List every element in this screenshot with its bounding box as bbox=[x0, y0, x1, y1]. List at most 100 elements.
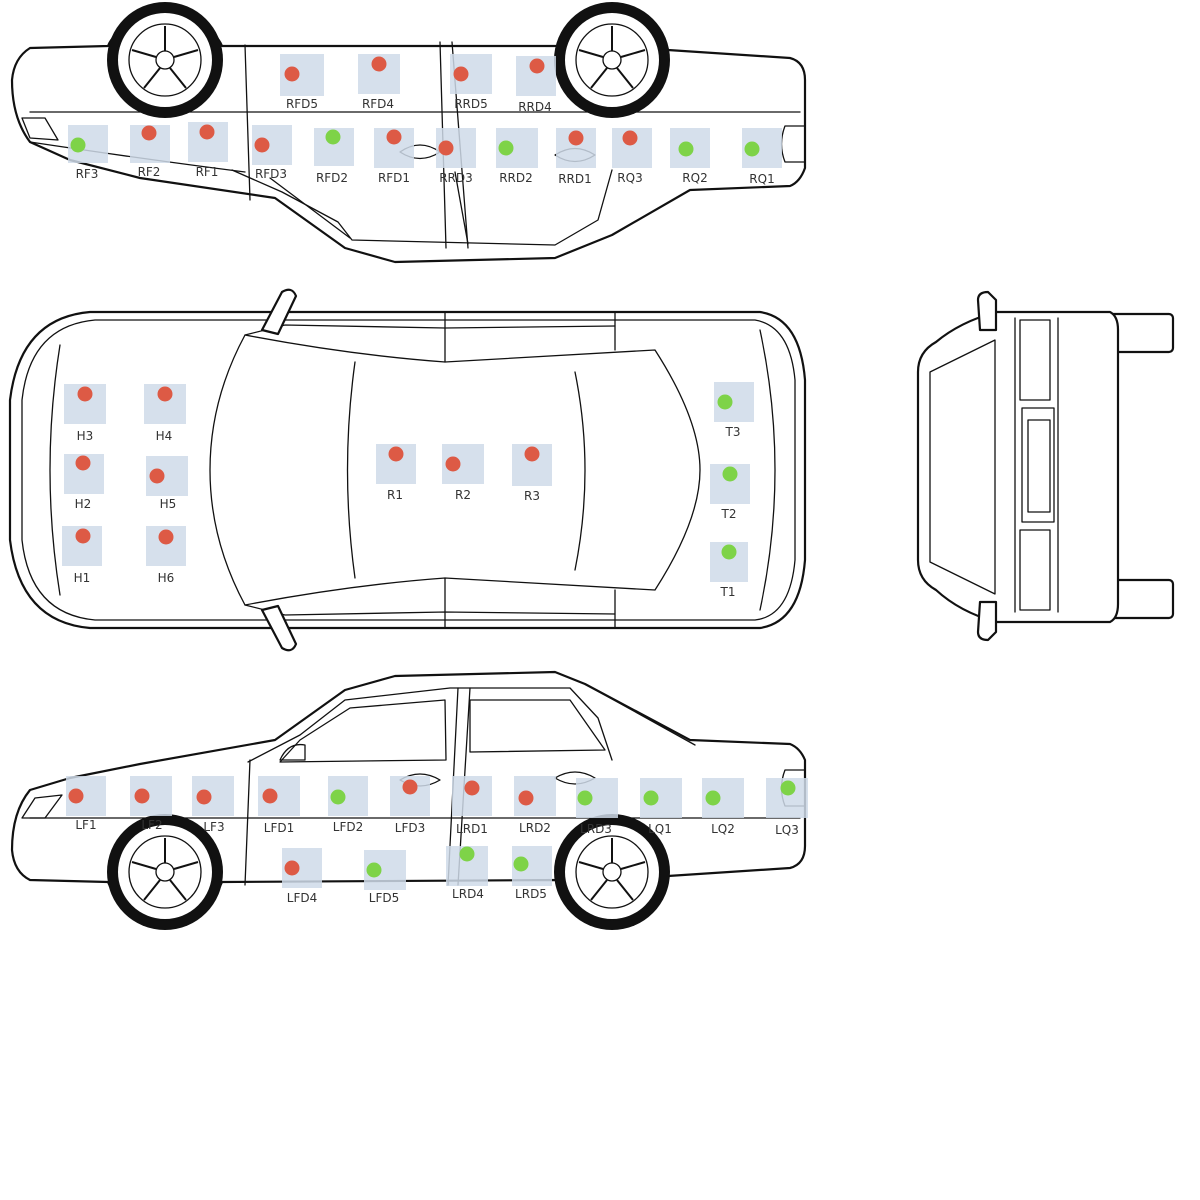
damage-marker-t3[interactable]: T3 bbox=[714, 382, 754, 439]
damage-marker-r1[interactable]: R1 bbox=[376, 444, 416, 502]
status-dot-lf3[interactable] bbox=[196, 789, 212, 805]
damage-marker-r3[interactable]: R3 bbox=[512, 444, 552, 503]
damage-marker-lfd3[interactable]: LFD3 bbox=[390, 776, 430, 835]
damage-marker-rfd1[interactable]: RFD1 bbox=[374, 128, 414, 185]
status-dot-r2[interactable] bbox=[445, 456, 461, 472]
status-dot-lq3[interactable] bbox=[780, 780, 796, 796]
damage-marker-h2[interactable]: H2 bbox=[64, 454, 104, 511]
damage-marker-h6[interactable]: H6 bbox=[146, 526, 186, 585]
damage-marker-rrd3[interactable]: RRD3 bbox=[436, 128, 476, 185]
damage-marker-t2[interactable]: T2 bbox=[710, 464, 750, 521]
status-dot-lfd2[interactable] bbox=[330, 789, 346, 805]
damage-marker-lq1[interactable]: LQ1 bbox=[640, 778, 682, 836]
damage-marker-rq1[interactable]: RQ1 bbox=[742, 128, 782, 186]
damage-marker-lfd2[interactable]: LFD2 bbox=[328, 776, 368, 834]
status-dot-rrd5[interactable] bbox=[453, 66, 469, 82]
marker-label-rrd2: RRD2 bbox=[499, 171, 533, 185]
status-dot-h3[interactable] bbox=[77, 386, 93, 402]
status-dot-h2[interactable] bbox=[75, 455, 91, 471]
damage-marker-rq2[interactable]: RQ2 bbox=[670, 128, 710, 185]
damage-marker-h4[interactable]: H4 bbox=[144, 384, 186, 443]
status-dot-lfd3[interactable] bbox=[402, 779, 418, 795]
status-dot-lq2[interactable] bbox=[705, 790, 721, 806]
status-dot-lfd1[interactable] bbox=[262, 788, 278, 804]
status-dot-lrd1[interactable] bbox=[464, 780, 480, 796]
damage-marker-rfd2[interactable]: RFD2 bbox=[314, 128, 354, 185]
status-dot-lrd2[interactable] bbox=[518, 790, 534, 806]
status-dot-rfd4[interactable] bbox=[371, 56, 387, 72]
status-dot-rq1[interactable] bbox=[744, 141, 760, 157]
damage-marker-h3[interactable]: H3 bbox=[64, 384, 106, 443]
status-dot-lrd3[interactable] bbox=[577, 790, 593, 806]
damage-marker-rf2[interactable]: RF2 bbox=[130, 125, 170, 179]
status-dot-rfd5[interactable] bbox=[284, 66, 300, 82]
status-dot-h1[interactable] bbox=[75, 528, 91, 544]
status-dot-t1[interactable] bbox=[721, 544, 737, 560]
damage-marker-lq2[interactable]: LQ2 bbox=[702, 778, 744, 836]
damage-marker-lf1[interactable]: LF1 bbox=[66, 776, 106, 832]
damage-marker-lfd4[interactable]: LFD4 bbox=[282, 848, 322, 905]
status-dot-lq1[interactable] bbox=[643, 790, 659, 806]
status-dot-rrd1[interactable] bbox=[568, 130, 584, 146]
damage-marker-h5[interactable]: H5 bbox=[146, 456, 188, 511]
marker-label-lrd4: LRD4 bbox=[452, 887, 484, 901]
damage-marker-lrd3[interactable]: LRD3 bbox=[576, 778, 618, 836]
marker-label-lfd3: LFD3 bbox=[395, 821, 425, 835]
damage-marker-lrd5[interactable]: LRD5 bbox=[512, 846, 552, 901]
status-dot-h4[interactable] bbox=[157, 386, 173, 402]
status-dot-lrd5[interactable] bbox=[513, 856, 529, 872]
status-dot-lf1[interactable] bbox=[68, 788, 84, 804]
damage-marker-t1[interactable]: T1 bbox=[710, 542, 748, 599]
damage-marker-rrd1[interactable]: RRD1 bbox=[556, 128, 596, 186]
marker-label-r3: R3 bbox=[524, 489, 540, 503]
status-dot-t3[interactable] bbox=[717, 394, 733, 410]
marker-label-r2: R2 bbox=[455, 488, 471, 502]
damage-marker-rfd5[interactable]: RFD5 bbox=[280, 54, 324, 111]
damage-marker-lrd2[interactable]: LRD2 bbox=[514, 776, 556, 835]
damage-marker-rfd4[interactable]: RFD4 bbox=[358, 54, 400, 111]
status-dot-rf2[interactable] bbox=[141, 125, 157, 141]
status-dot-rfd1[interactable] bbox=[386, 129, 402, 145]
damage-marker-rfd3[interactable]: RFD3 bbox=[252, 125, 292, 181]
damage-marker-h1[interactable]: H1 bbox=[62, 526, 102, 585]
status-dot-lfd5[interactable] bbox=[366, 862, 382, 878]
status-dot-rrd4[interactable] bbox=[529, 58, 545, 74]
damage-marker-lfd1[interactable]: LFD1 bbox=[258, 776, 300, 835]
status-dot-rfd3[interactable] bbox=[254, 137, 270, 153]
marker-label-t2: T2 bbox=[721, 507, 737, 521]
status-dot-t2[interactable] bbox=[722, 466, 738, 482]
damage-marker-lq3[interactable]: LQ3 bbox=[766, 778, 808, 837]
status-dot-lfd4[interactable] bbox=[284, 860, 300, 876]
status-dot-r3[interactable] bbox=[524, 446, 540, 462]
status-dot-lf2[interactable] bbox=[134, 788, 150, 804]
status-dot-rrd2[interactable] bbox=[498, 140, 514, 156]
status-dot-h5[interactable] bbox=[149, 468, 165, 484]
status-dot-rq3[interactable] bbox=[622, 130, 638, 146]
damage-marker-lrd4[interactable]: LRD4 bbox=[446, 846, 488, 901]
marker-label-rf3: RF3 bbox=[76, 167, 99, 181]
status-dot-lrd4[interactable] bbox=[459, 846, 475, 862]
status-dot-r1[interactable] bbox=[388, 446, 404, 462]
status-dot-rf3[interactable] bbox=[70, 137, 86, 153]
status-dot-rq2[interactable] bbox=[678, 141, 694, 157]
damage-marker-lfd5[interactable]: LFD5 bbox=[364, 850, 406, 905]
damage-marker-rf1[interactable]: RF1 bbox=[188, 122, 228, 179]
status-dot-rf1[interactable] bbox=[199, 124, 215, 140]
marker-label-lq1: LQ1 bbox=[648, 822, 672, 836]
status-dot-h6[interactable] bbox=[158, 529, 174, 545]
status-dot-rfd2[interactable] bbox=[325, 129, 341, 145]
damage-marker-rrd2[interactable]: RRD2 bbox=[496, 128, 538, 185]
marker-label-lq2: LQ2 bbox=[711, 822, 735, 836]
damage-marker-lf3[interactable]: LF3 bbox=[192, 776, 234, 834]
damage-marker-lf2[interactable]: LF2 bbox=[130, 776, 172, 832]
marker-label-h2: H2 bbox=[75, 497, 92, 511]
right-rear-wheel bbox=[554, 2, 670, 118]
damage-marker-r2[interactable]: R2 bbox=[442, 444, 484, 502]
damage-marker-rf3[interactable]: RF3 bbox=[68, 125, 108, 181]
marker-label-rfd2: RFD2 bbox=[316, 171, 348, 185]
damage-marker-rq3[interactable]: RQ3 bbox=[612, 128, 652, 185]
damage-marker-rrd4[interactable]: RRD4 bbox=[516, 56, 556, 114]
damage-marker-lrd1[interactable]: LRD1 bbox=[452, 776, 492, 836]
status-dot-rrd3[interactable] bbox=[438, 140, 454, 156]
damage-marker-rrd5[interactable]: RRD5 bbox=[450, 54, 492, 111]
